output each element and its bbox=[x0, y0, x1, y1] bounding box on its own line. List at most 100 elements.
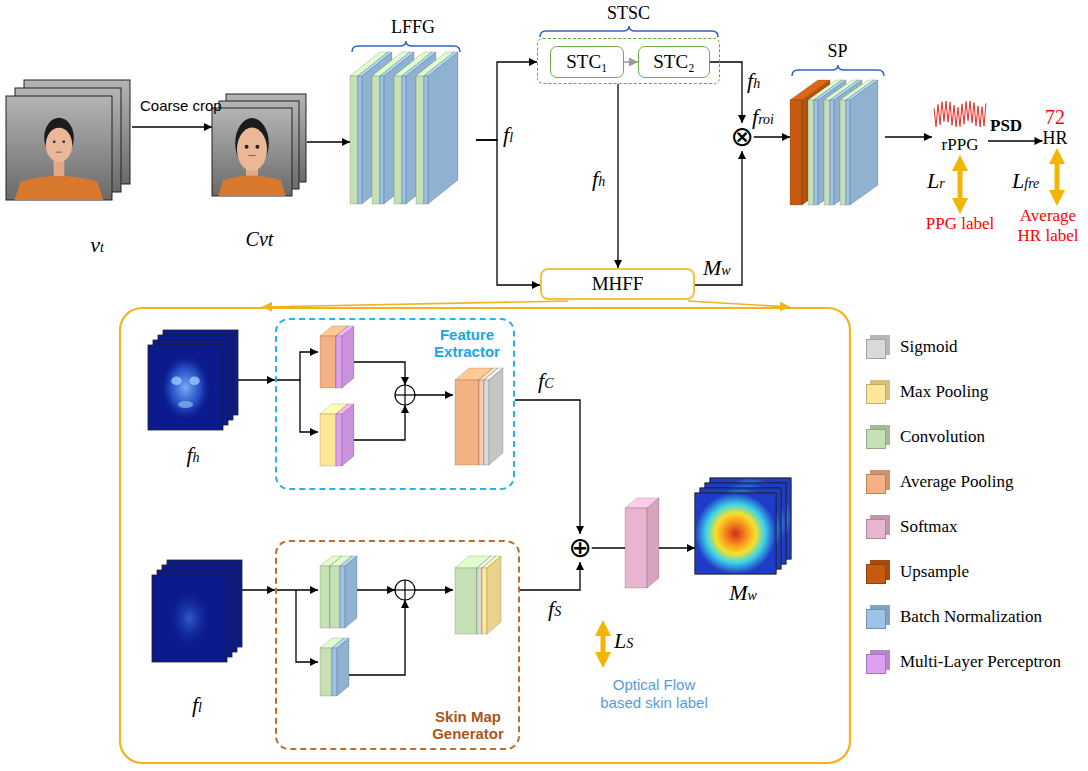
cropped-frames bbox=[212, 94, 306, 196]
legend-swatch bbox=[866, 474, 886, 494]
feature-extractor: Feature Extractor bbox=[275, 318, 515, 490]
legend-swatch bbox=[866, 564, 886, 584]
feature-map-text: fl bbox=[192, 692, 202, 717]
heart-rate: 72HR bbox=[1042, 106, 1067, 148]
weight-map-text: Mw bbox=[729, 580, 757, 605]
connector bbox=[624, 61, 638, 63]
connector bbox=[132, 126, 212, 127]
skin-map-layers bbox=[395, 580, 415, 600]
cropped-frames bbox=[248, 155, 255, 156]
layer-stack bbox=[808, 100, 814, 205]
heat-map bbox=[160, 354, 211, 422]
feature-map-text: fh bbox=[186, 442, 199, 467]
connector bbox=[695, 151, 742, 285]
video-frames bbox=[53, 140, 56, 143]
layer-stack bbox=[372, 76, 380, 204]
extractor-layers bbox=[320, 414, 336, 466]
connector bbox=[988, 140, 1042, 141]
stsc-module: STSCSTC₁STC₂ bbox=[537, 38, 720, 84]
input-frames-text: vt bbox=[90, 232, 104, 257]
skin-map-generator: Skin Map Generator bbox=[275, 540, 520, 750]
cropped-frames: Cvt bbox=[212, 92, 307, 198]
video-frames bbox=[46, 128, 73, 162]
layer-stack bbox=[394, 76, 402, 204]
inset-panel bbox=[688, 301, 790, 307]
multiply-symbol-text: ⊗ bbox=[730, 123, 753, 151]
legend-text: Batch Normalization bbox=[900, 607, 1042, 627]
video-frames bbox=[14, 176, 103, 200]
inset-panel bbox=[120, 301, 850, 763]
legend-text: Max Pooling bbox=[900, 382, 988, 402]
heat-map bbox=[152, 575, 227, 662]
extractor-layers bbox=[415, 394, 453, 395]
bracket bbox=[352, 41, 460, 52]
add-symbol-text: ⊕ bbox=[568, 534, 591, 562]
extractor-layers bbox=[342, 404, 354, 466]
edge-label: Mw bbox=[703, 255, 731, 280]
inset-panel bbox=[262, 301, 568, 307]
skin-map-layers bbox=[320, 648, 332, 696]
legend-text: Multi-Layer Perceptron bbox=[900, 652, 1061, 672]
extractor-layers bbox=[320, 336, 336, 388]
legend-swatch bbox=[866, 654, 886, 674]
loss-arrow bbox=[601, 628, 606, 660]
legend-swatch bbox=[866, 429, 886, 449]
average-hr-label: Average HR label bbox=[1012, 206, 1084, 247]
feature-extractor-text: Feature Extractor bbox=[427, 326, 507, 361]
connector bbox=[617, 84, 618, 268]
rppg-waveform bbox=[934, 101, 986, 127]
loss-arrow bbox=[603, 628, 604, 660]
layer-stack bbox=[350, 52, 458, 204]
layer-stack bbox=[846, 100, 850, 205]
cropped-frames bbox=[255, 145, 259, 149]
legend-text: Sigmoid bbox=[900, 337, 958, 357]
skin-map-layers bbox=[332, 648, 337, 696]
connector bbox=[242, 589, 275, 590]
layer-stack bbox=[850, 80, 878, 205]
edge-label: fh bbox=[592, 166, 605, 191]
legend-swatch bbox=[866, 609, 886, 629]
heart-rate-text: 72 bbox=[1042, 106, 1067, 128]
video-frames bbox=[56, 152, 62, 153]
skin-map-layers bbox=[296, 590, 318, 662]
skin-map-layers bbox=[415, 589, 453, 590]
skin-map-layers bbox=[330, 566, 340, 628]
bracket bbox=[540, 26, 718, 37]
stc-block: STC₂ bbox=[638, 46, 710, 78]
layer-stack bbox=[380, 76, 384, 204]
softmax-layer bbox=[647, 498, 659, 588]
connector bbox=[958, 163, 963, 206]
legend-text: Upsample bbox=[900, 562, 969, 582]
cropped-frames-text: Cvt bbox=[246, 228, 274, 251]
note-label: Optical Flow based skin label bbox=[595, 676, 713, 712]
skin-map-layers bbox=[275, 556, 501, 696]
heat-map bbox=[171, 376, 182, 385]
edge-label: froi bbox=[752, 104, 774, 129]
rppg-signal-text: rPPG bbox=[942, 135, 979, 155]
extractor-layers bbox=[489, 368, 503, 465]
skin-map-layers bbox=[340, 566, 345, 628]
layer-stack bbox=[416, 76, 424, 204]
edge-label: fS bbox=[548, 596, 561, 621]
extractor-layers bbox=[342, 326, 354, 388]
cropped-frames bbox=[245, 145, 249, 149]
layer-stack bbox=[350, 76, 358, 204]
note-label: LS bbox=[614, 628, 633, 653]
extractor-layers bbox=[300, 380, 318, 432]
cropped-frames bbox=[237, 128, 267, 172]
lffg-block: LFFG bbox=[350, 50, 476, 205]
multiply-symbol: ⊗ bbox=[730, 123, 753, 151]
extractor-layers bbox=[455, 380, 479, 465]
heat-map bbox=[178, 401, 193, 408]
skin-map-generator-text: Skin Map Generator bbox=[426, 708, 510, 743]
skin-map-layers bbox=[487, 556, 501, 634]
legend-swatch bbox=[866, 519, 886, 539]
feature-map: fh bbox=[148, 330, 238, 430]
ppg-label: PPG label bbox=[926, 214, 994, 234]
stc-block-text: STC₂ bbox=[653, 51, 694, 73]
mhff-module: MHFF bbox=[540, 268, 695, 300]
extractor-layers bbox=[479, 380, 484, 465]
extractor-layers bbox=[395, 385, 415, 405]
edge-label: fl bbox=[503, 122, 513, 147]
